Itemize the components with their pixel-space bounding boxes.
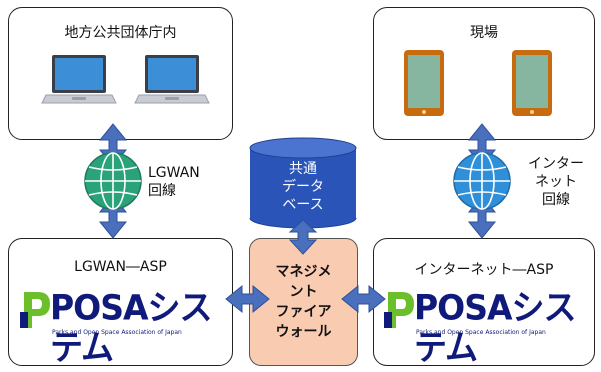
- globe-icon: [84, 152, 142, 210]
- posa-logo-right: POSAシステム Parks and Open Space Associatio…: [384, 288, 589, 368]
- lgwan-line-label-1: LGWAN: [148, 165, 200, 181]
- internet-line-label-3: 回線: [542, 192, 570, 208]
- internet-line-label: インター ネット 回線: [518, 155, 594, 209]
- lgwan-firewall-arrow: [225, 284, 270, 314]
- database-label-line-3: ベース: [282, 197, 324, 213]
- firewall-label-line-4: ウォール: [275, 324, 332, 340]
- firewall-box: マネジメ ント ファイア ウォール: [249, 238, 358, 366]
- lgwan-line-label: LGWAN 回線: [148, 164, 214, 200]
- posa-wordmark: POSAシステム: [414, 287, 577, 368]
- posa-tagline: Parks and Open Space Association of Japa…: [416, 329, 546, 336]
- internet-line-label-1: インター: [528, 156, 584, 172]
- database-firewall-arrow: [288, 219, 318, 255]
- firewall-label-line-3: ファイア: [275, 304, 332, 320]
- database-icon: [249, 137, 357, 229]
- globe-icon: [453, 152, 511, 210]
- lgwan-asp-title: LGWAN―ASP: [74, 259, 167, 275]
- field-site-title: 現場: [470, 25, 498, 41]
- laptop-icon: [41, 54, 117, 104]
- internet-asp-title: インターネット―ASP: [414, 262, 554, 278]
- tablet-icon: [404, 50, 444, 116]
- posa-wordmark: POSAシステム: [50, 287, 213, 368]
- internet-asp-box: インターネット―ASP: [373, 238, 595, 366]
- posa-logo-icon: [384, 292, 414, 328]
- firewall-label: マネジメ ント ファイア ウォール: [250, 262, 357, 342]
- lgwan-line-label-2: 回線: [148, 183, 176, 199]
- database-label-line-2: データ: [282, 179, 324, 195]
- government-office-title: 地方公共団体庁内: [64, 25, 177, 41]
- database-label-line-1: 共通: [289, 161, 317, 177]
- internet-firewall-arrow: [341, 284, 386, 314]
- posa-tagline: Parks and Open Space Association of Japa…: [52, 329, 182, 336]
- internet-line-label-2: ネット: [535, 174, 577, 190]
- tablet-icon: [512, 50, 552, 116]
- posa-logo-icon: [20, 292, 50, 328]
- database-label: 共通 データ ベース: [253, 160, 353, 214]
- firewall-label-line-1: マネジメ: [275, 264, 332, 280]
- posa-logo-left: POSAシステム Parks and Open Space Associatio…: [20, 288, 225, 368]
- laptop-icon: [134, 54, 210, 104]
- firewall-label-line-2: ント: [289, 284, 318, 300]
